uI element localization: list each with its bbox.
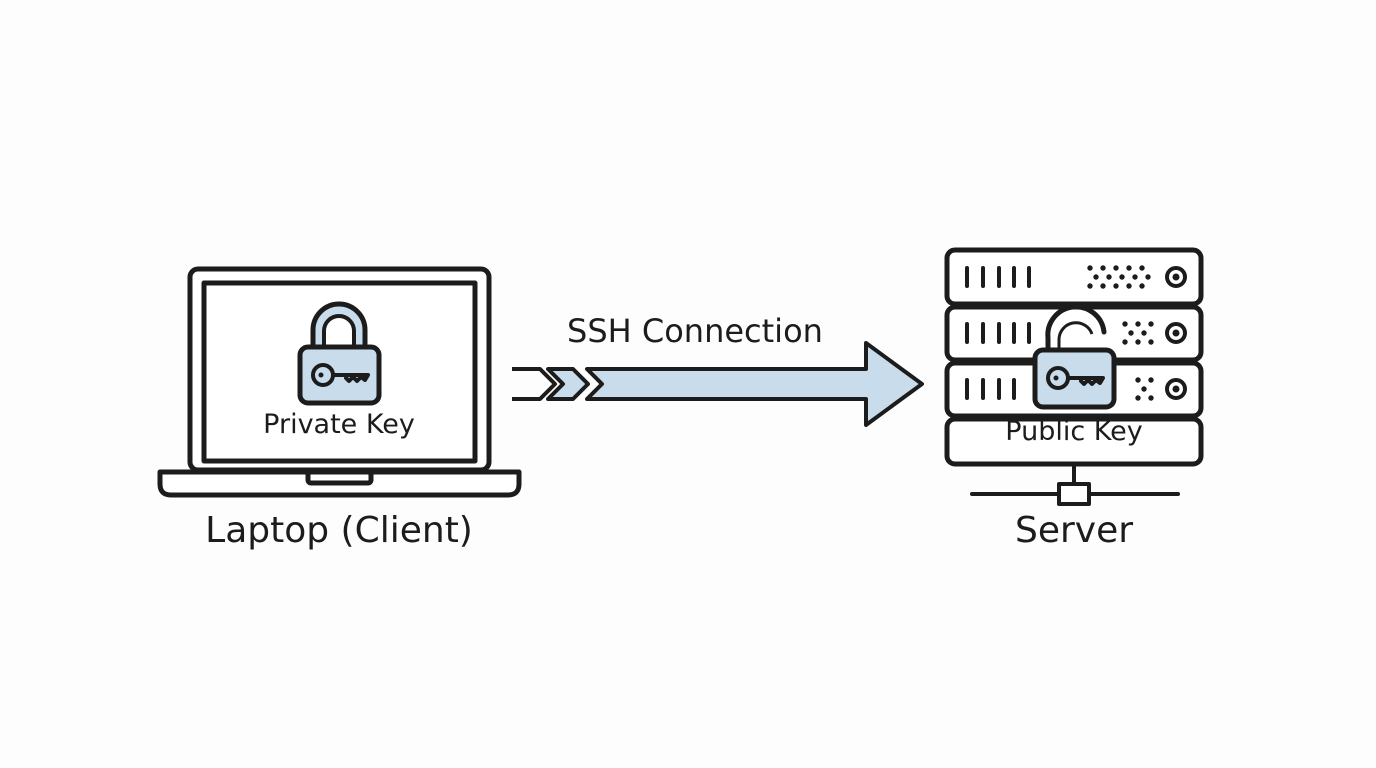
server-row-2 xyxy=(965,321,1187,345)
server-caption: Server xyxy=(1014,510,1134,551)
key-icon xyxy=(311,363,370,387)
ssh-connection-arrow xyxy=(512,341,924,427)
server-row-3 xyxy=(965,377,1187,401)
public-key-label: Public Key xyxy=(1005,416,1143,447)
network-connector-icon xyxy=(970,462,1180,506)
ssh-connection-label: SSH Connection xyxy=(567,312,823,350)
private-key-label: Private Key xyxy=(263,409,415,440)
laptop-client-caption: Laptop (Client) xyxy=(205,510,473,551)
key-icon xyxy=(1046,366,1105,390)
private-key-lock-icon xyxy=(297,301,382,406)
server-row-1 xyxy=(965,265,1187,289)
